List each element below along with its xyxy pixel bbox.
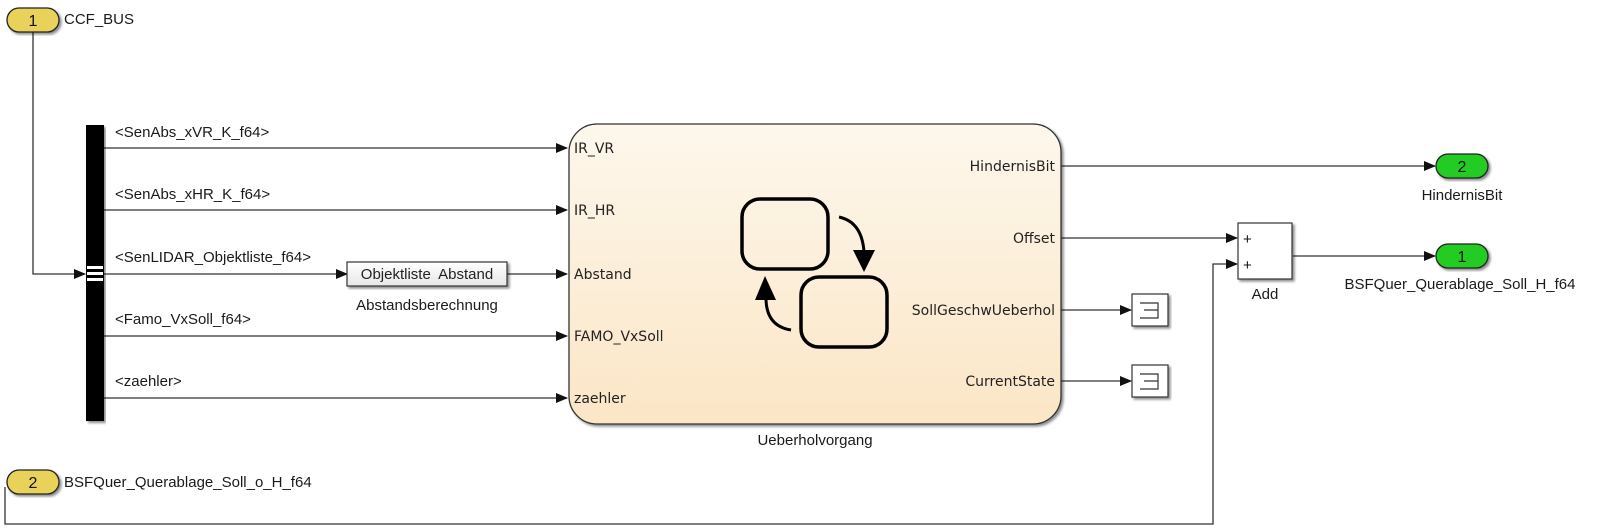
inport-2-label: BSFQuer_Querablage_Soll_o_H_f64 <box>64 474 312 491</box>
outport-1-label: BSFQuer_Querablage_Soll_H_f64 <box>1345 276 1576 293</box>
abstand-block-name: Abstandsberechnung <box>356 297 498 314</box>
chart-input-label: IR_HR <box>574 203 615 219</box>
inport-1-label: CCF_BUS <box>64 11 134 28</box>
bus-signal-label: <SenAbs_xHR_K_f64> <box>115 186 270 203</box>
bus-signal-label: <SenAbs_xVR_K_f64> <box>115 124 270 141</box>
outport-2-number: 2 <box>1458 159 1467 176</box>
chart-output-label: HindernisBit <box>970 159 1056 175</box>
inport-1[interactable]: 1 <box>6 7 60 33</box>
chart-input-label: zaehler <box>574 391 626 407</box>
bus-signal-label: <SenLIDAR_Objektliste_f64> <box>115 249 311 266</box>
add-block-name: Add <box>1252 286 1279 303</box>
outport-1-number: 1 <box>1458 249 1467 266</box>
inport-2[interactable]: 2 <box>6 469 60 495</box>
chart-input-label: FAMO_VxSoll <box>574 329 664 345</box>
abstandsberechnung-block[interactable]: Objektliste Abstand <box>346 261 508 287</box>
wire-ccf-bus[interactable] <box>32 28 86 279</box>
chart-output-label: Offset <box>1013 231 1056 247</box>
chart-input-label: Abstand <box>574 267 632 283</box>
abstand-block-text: Objektliste Abstand <box>361 266 493 283</box>
stateflow-chart-icon <box>740 197 889 349</box>
chart-output-label: CurrentState <box>965 374 1055 390</box>
outport-2-label: HindernisBit <box>1422 187 1504 204</box>
inport-1-number: 1 <box>29 13 38 30</box>
bus-signal-label: <Famo_VxSoll_f64> <box>115 311 251 328</box>
chart-input-label: IR_VR <box>574 141 614 157</box>
chart-block-name: Ueberholvorgang <box>757 432 872 449</box>
wire-querablage-o-h[interactable] <box>4 259 1238 525</box>
inport-2-number: 2 <box>29 475 38 492</box>
terminator-sollgeschw[interactable] <box>1131 293 1169 327</box>
outport-1[interactable]: 1 <box>1435 243 1489 269</box>
ueberholvorgang-chart[interactable]: IR_VR IR_HR Abstand FAMO_VxSoll zaehler … <box>568 123 1062 425</box>
add-sign: + <box>1243 257 1252 274</box>
bus-signal-label: <zaehler> <box>115 373 182 390</box>
bus-selector[interactable] <box>86 125 104 421</box>
add-block[interactable]: + + <box>1237 222 1293 280</box>
terminator-currentstate[interactable] <box>1131 364 1169 398</box>
add-sign: + <box>1243 231 1252 248</box>
chart-output-label: SollGeschwUeberhol <box>912 303 1055 319</box>
outport-2[interactable]: 2 <box>1435 153 1489 179</box>
